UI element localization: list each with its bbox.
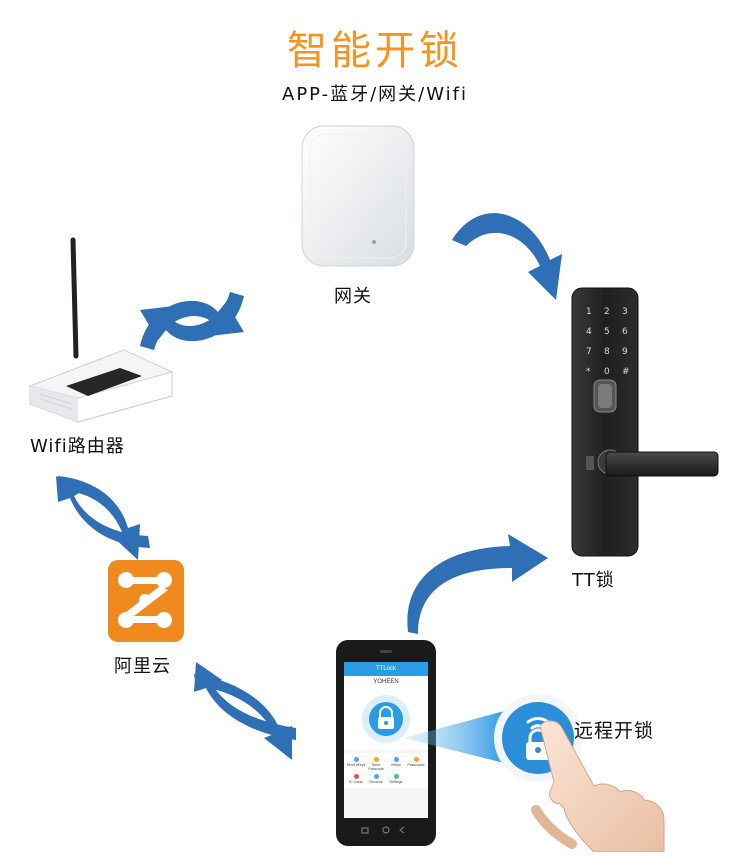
app-menu-item[interactable]: Records — [366, 774, 386, 784]
arrow-phone-to-lock — [407, 534, 548, 634]
aliyun-logo — [108, 560, 184, 642]
phone-device: TTLock YOHEEN Send eKeys Send Passcode e… — [336, 640, 436, 846]
app-menu-grid: Send eKeys Send Passcode eKeys Passcodes… — [344, 753, 428, 788]
app-menu-item[interactable]: Settings — [386, 774, 406, 784]
app-lock-name: YOHEEN — [344, 676, 428, 688]
svg-text:2: 2 — [604, 307, 610, 317]
svg-text:1: 1 — [586, 307, 592, 317]
tt-lock-label: TT锁 — [572, 570, 615, 591]
svg-text:5: 5 — [604, 327, 610, 337]
gateway-label: 网关 — [334, 286, 372, 307]
svg-text:#: # — [622, 367, 630, 377]
remote-unlock-label: 远程开锁 — [574, 720, 655, 742]
app-lock-icon — [362, 695, 410, 743]
app-menu-item[interactable]: Send eKeys — [346, 757, 366, 771]
arrow-aliyun-to-phone — [194, 674, 292, 760]
app-menu-label: IC Cards — [349, 780, 363, 784]
phone-speaker — [380, 650, 392, 653]
signal-beam — [404, 710, 508, 764]
svg-text:7: 7 — [586, 347, 592, 357]
page-subtitle: APP-蓝牙/网关/Wifi — [282, 84, 468, 105]
app-menu-label: Send Passcode — [368, 763, 384, 771]
app-menu-label: Passcodes — [407, 763, 425, 767]
svg-text:6: 6 — [622, 327, 628, 337]
svg-text:*: * — [586, 367, 591, 377]
app-menu-label: Send eKeys — [346, 763, 366, 767]
svg-text:4: 4 — [586, 327, 592, 337]
svg-text:0: 0 — [604, 367, 610, 377]
app-menu-item[interactable]: Passcodes — [406, 757, 426, 771]
app-menu-item[interactable]: Send Passcode — [366, 757, 386, 771]
app-menu-label: Records — [369, 780, 383, 784]
page-title: 智能开锁 — [287, 28, 463, 74]
arrow-gateway-to-lock — [452, 213, 562, 300]
phone-nav-buttons — [360, 826, 412, 834]
app-menu-item[interactable]: IC Cards — [346, 774, 366, 784]
aliyun-label: 阿里云 — [114, 656, 171, 677]
router-device-image — [28, 237, 174, 423]
svg-text:3: 3 — [622, 307, 628, 317]
svg-text:8: 8 — [604, 347, 610, 357]
app-menu-item[interactable]: eKeys — [386, 757, 406, 771]
app-title-bar: TTLock — [344, 662, 428, 676]
arrow-phone-to-aliyun — [194, 662, 296, 740]
router-label: Wifi路由器 — [30, 436, 125, 457]
arrow-gateway-to-router — [140, 292, 244, 342]
hand-image — [531, 720, 665, 852]
arrow-aliyun-to-router — [56, 476, 150, 548]
svg-text:9: 9 — [622, 347, 628, 357]
app-menu-label: Settings — [389, 780, 403, 784]
tt-lock-image: 1 2 3 4 5 6 7 8 9 * 0 # — [571, 287, 719, 557]
app-menu-label: eKeys — [391, 763, 401, 767]
gateway-device-image — [301, 125, 415, 267]
